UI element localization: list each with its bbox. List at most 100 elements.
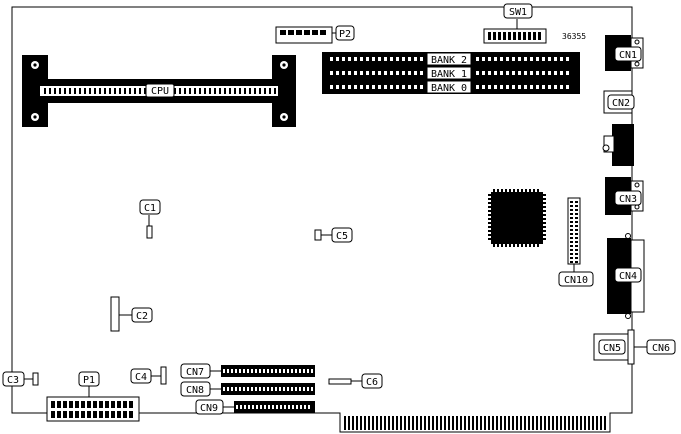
pin [472, 416, 474, 430]
cn6-label: CN6 [652, 343, 670, 354]
pin [440, 416, 442, 430]
cn4-connector: CN4 [607, 233, 645, 319]
pin [529, 189, 531, 192]
pin [239, 88, 241, 94]
pin [330, 71, 333, 75]
pin [542, 71, 545, 75]
cn5-label: CN5 [603, 343, 621, 354]
pin [400, 416, 402, 430]
pin [271, 387, 273, 391]
pin [235, 387, 237, 391]
pin [336, 85, 339, 89]
pin [493, 32, 496, 40]
pin [517, 244, 519, 247]
pin [209, 88, 211, 94]
pin [543, 226, 546, 228]
pin [392, 416, 394, 430]
pin [543, 218, 546, 220]
pin [204, 88, 206, 94]
pin [408, 85, 411, 89]
pin [575, 221, 578, 223]
pin [476, 416, 478, 430]
pin [57, 401, 61, 408]
pin [299, 387, 301, 391]
pin [227, 387, 229, 391]
pin [484, 416, 486, 430]
pin [524, 85, 527, 89]
pin [304, 405, 306, 409]
pin [307, 387, 309, 391]
bank2-label: BANK 2 [431, 55, 467, 66]
pin [287, 369, 289, 373]
pin [452, 416, 454, 430]
pin [525, 189, 527, 192]
pin [500, 416, 502, 430]
pin [342, 57, 345, 61]
pin [123, 401, 127, 408]
pin [494, 71, 497, 75]
pin [543, 202, 546, 204]
cn2-connector: CN2 [603, 90, 635, 114]
pin [296, 36, 302, 41]
pin [480, 416, 482, 430]
pin [518, 57, 521, 61]
c2-label: C2 [136, 311, 148, 322]
pin [247, 387, 249, 391]
pin [372, 85, 375, 89]
pin [64, 88, 66, 94]
pin [420, 416, 422, 430]
pin [44, 88, 46, 94]
pin [264, 405, 266, 409]
pin [356, 416, 358, 430]
c6-jumper: C6 [328, 373, 383, 389]
pin [312, 30, 318, 35]
pin [493, 189, 495, 192]
pin [509, 189, 511, 192]
board-id-label: 36355 [562, 32, 586, 41]
cpu-label: CPU [151, 86, 169, 97]
pin [99, 411, 103, 418]
pin [114, 88, 116, 94]
pin [402, 71, 405, 75]
pin [219, 88, 221, 94]
pin [117, 401, 121, 408]
pin [476, 71, 479, 75]
pin [352, 416, 354, 430]
pin [570, 245, 573, 247]
sw1-label: SW1 [509, 7, 527, 18]
pin [488, 230, 491, 232]
pin [376, 416, 378, 430]
pin [575, 261, 578, 263]
pin [224, 88, 226, 94]
p2-label: P2 [339, 29, 351, 40]
c5-label: C5 [336, 231, 348, 242]
pin [498, 32, 501, 40]
pin [243, 369, 245, 373]
pin [420, 71, 423, 75]
pin [360, 416, 362, 430]
pin [336, 57, 339, 61]
pin [384, 57, 387, 61]
pin [536, 85, 539, 89]
pin [279, 369, 281, 373]
cn2-label: CN2 [612, 98, 630, 109]
pin [291, 369, 293, 373]
pin [312, 36, 318, 41]
pin [342, 71, 345, 75]
pin [344, 416, 346, 430]
pin [520, 416, 522, 430]
pin [291, 387, 293, 391]
pin [174, 88, 176, 94]
pin [276, 405, 278, 409]
pin [575, 233, 578, 235]
cn1-connector: CN1 [605, 35, 644, 71]
pin [414, 71, 417, 75]
pin [570, 229, 573, 231]
pin [575, 229, 578, 231]
pin [576, 416, 578, 430]
pin [280, 405, 282, 409]
pin [268, 405, 270, 409]
pin [249, 88, 251, 94]
pin [570, 221, 573, 223]
